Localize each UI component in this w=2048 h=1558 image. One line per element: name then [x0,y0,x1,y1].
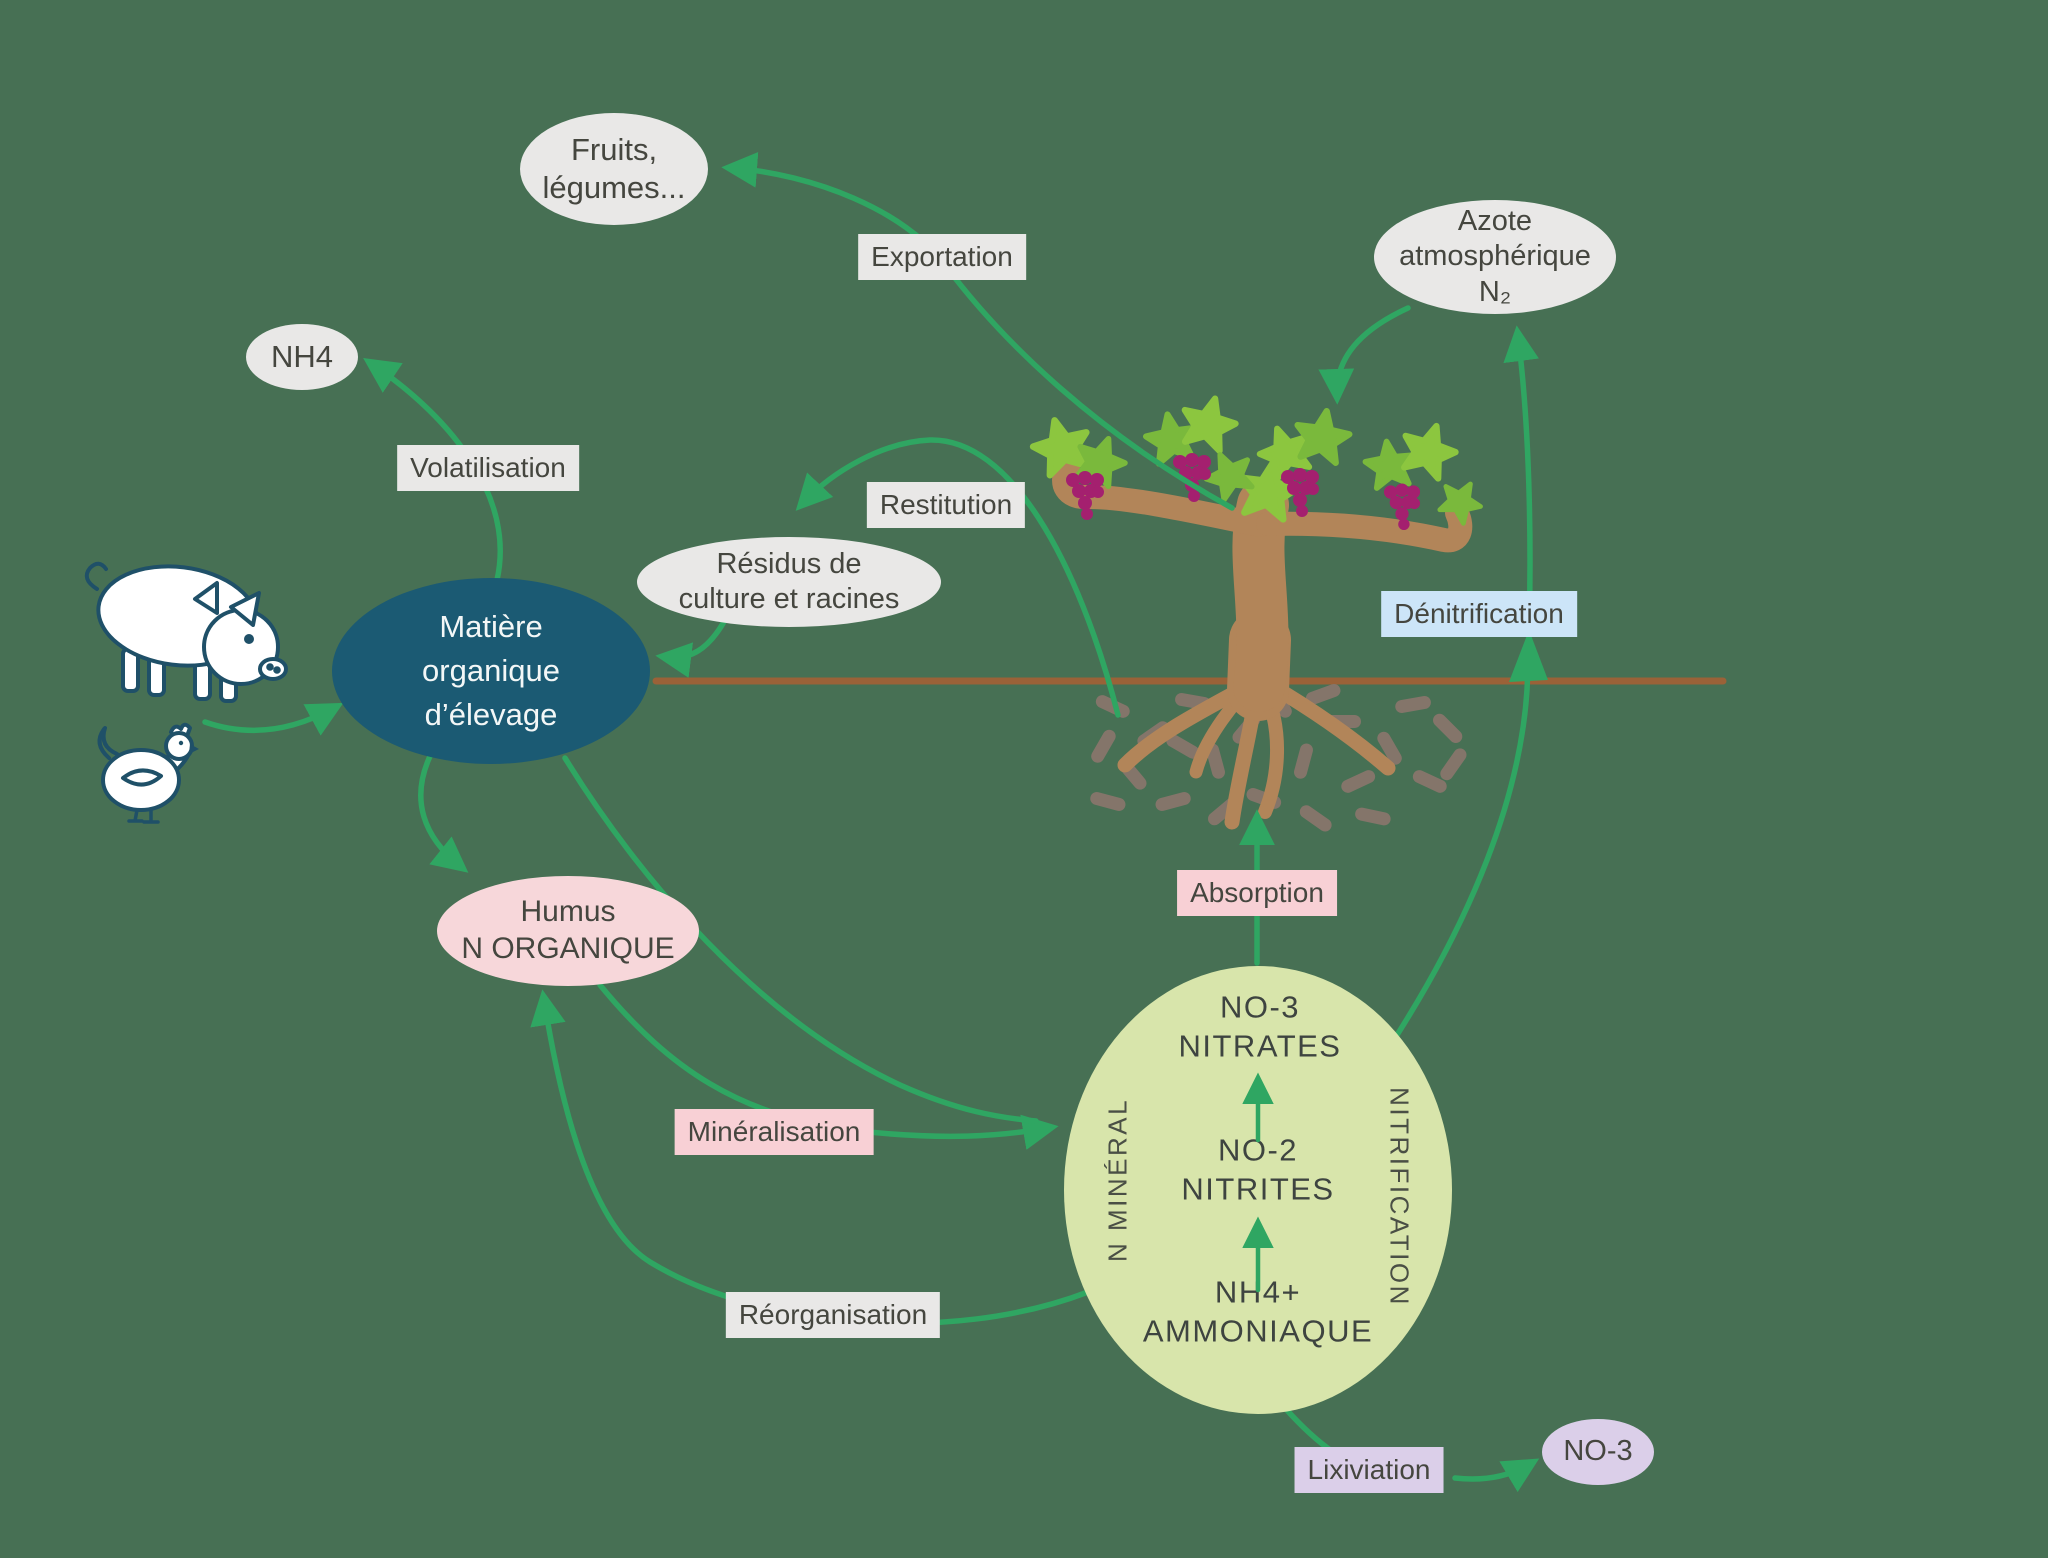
node-text: NH4 [270,339,333,375]
node-residus-culture: Résidus de culture et racines [637,537,941,627]
arrow-reorganisation [530,989,1091,1327]
label-absorption: Absorption [1177,870,1337,916]
node-matiere-organique: Matière organique d’élevage [332,578,650,764]
pool-text-line: NH4+ [1214,1274,1302,1310]
label-restitution: Restitution [866,482,1026,528]
label-lixiviation: Lixiviation [1294,1447,1444,1493]
arrow-animals-to-matiere [202,702,344,736]
arrow-denitrification [1394,325,1539,1038]
pool-text-line: NITRATES [1178,1028,1342,1063]
arrow-exportation [721,152,1235,511]
pool-nitrates-text: NO-3 NITRATES [1179,988,1342,1066]
node-text: NO-3 [1563,1435,1633,1468]
node-text: Fruits, [570,132,658,168]
pool-text-line: NO-2 [1217,1132,1299,1168]
arrow-residus-to-matiere [655,617,728,678]
pool-text-line: NITRITES [1181,1171,1335,1206]
denitrification-soil-arrowhead [1509,630,1548,682]
vine-leaves [1028,392,1488,527]
node-mineral-nitrogen-pool [1064,966,1452,1414]
grape-bunches [1066,453,1421,530]
node-humus-n-organique: Humus N ORGANIQUE [437,876,699,986]
arrow-to-lixiviation [1282,1405,1336,1455]
node-text: Matière [439,608,543,644]
node-text: culture et racines [678,583,900,615]
node-azote-atmospherique: Azote atmosphérique N₂ [1374,200,1616,314]
node-text: Résidus de [716,547,862,580]
node-text: d’élevage [424,697,558,732]
node-fruits-legumes: Fruits, légumes... [520,113,708,225]
label-volatilisation: Volatilisation [397,445,579,491]
node-nh4: NH4 [246,324,358,390]
label-mineralisation: Minéralisation [674,1109,874,1155]
arrow-matiere-to-humus [418,749,469,873]
node-text: N₂ [1478,275,1512,308]
node-text: atmosphérique [1399,240,1591,273]
node-text: organique [422,652,560,688]
node-text: Humus [520,895,616,929]
node-text: Azote [1457,204,1533,237]
label-exportation: Exportation [858,234,1026,280]
pool-text-line: NO-3 [1219,989,1301,1025]
soil-bacteria [1090,684,1467,832]
label-denitrification: Dénitrification [1381,591,1577,637]
pool-axis-n-mineral: N MINÉRAL [1102,1097,1133,1263]
label-reorganisation: Réorganisation [725,1292,941,1338]
pig-icon [84,561,288,703]
pool-nitrites-text: NO-2 NITRITES [1181,1131,1334,1209]
pool-ammoniaque-text: NH4+ AMMONIAQUE [1143,1273,1373,1351]
arrow-lixiviation-to-no3 [1452,1458,1540,1493]
node-text: N ORGANIQUE [461,932,675,965]
node-no3-leached: NO-3 [1542,1419,1654,1485]
pool-text-line: AMMONIAQUE [1142,1313,1374,1348]
chicken-icon [97,722,199,824]
pool-axis-nitrification: NITRIFICATION [1384,1087,1415,1307]
node-text: légumes... [542,170,686,205]
arrow-n2-to-vine [1318,305,1411,405]
